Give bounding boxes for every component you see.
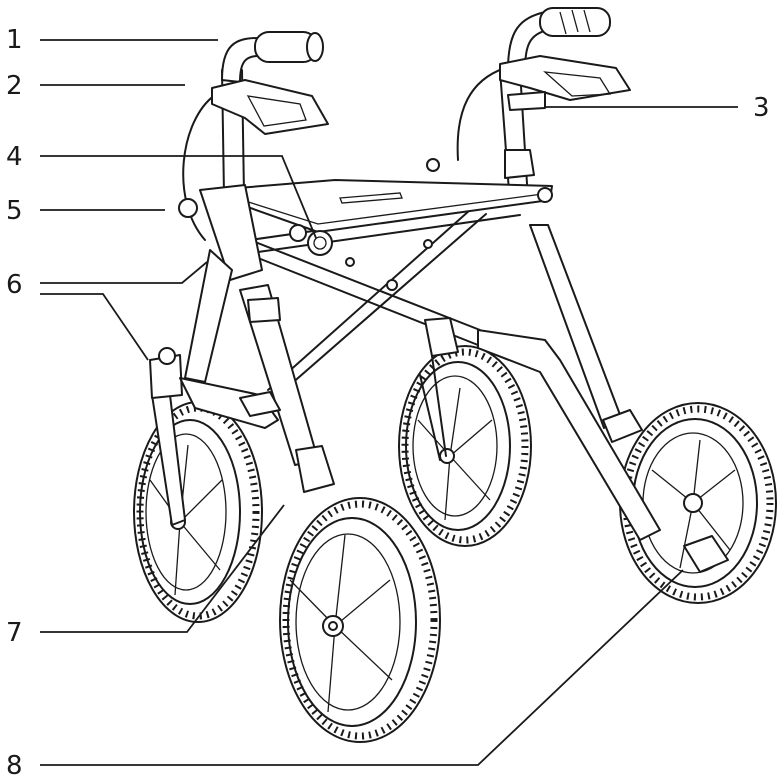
rear-right-foot-cap	[683, 535, 729, 573]
leader-8	[40, 569, 684, 766]
leader-lines	[40, 39, 738, 766]
callout-8: 8	[6, 751, 23, 780]
front-right-wheel	[279, 497, 441, 743]
brake-block	[178, 198, 198, 218]
callout-7: 7	[6, 618, 23, 648]
right-handle	[499, 7, 631, 111]
callout-6: 6	[6, 270, 23, 300]
rear-left-wheel	[398, 345, 532, 547]
leader-6b	[40, 293, 149, 361]
callout-4: 4	[6, 142, 23, 172]
seat-lock-knob	[289, 224, 333, 256]
callout-5: 5	[6, 196, 23, 226]
leader-6	[40, 261, 208, 284]
brake-cables	[182, 67, 506, 241]
leader-7	[40, 504, 285, 633]
callout-2: 2	[6, 71, 23, 101]
callout-numbers: 1 2 3 4 5 6 7 8	[6, 25, 770, 780]
leader-4	[40, 155, 317, 239]
callout-3: 3	[753, 93, 770, 123]
left-handle	[211, 31, 329, 135]
callout-1: 1	[6, 25, 23, 55]
